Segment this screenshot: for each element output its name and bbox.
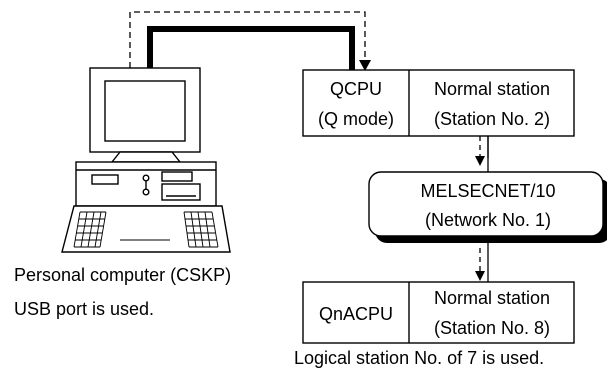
station-top: QCPU (Q mode) Normal station (Station No… [302,69,575,137]
pc-caption: Personal computer (CSKP) [14,265,231,285]
normal-station-label-top: Normal station [434,79,550,99]
network-number: (Network No. 1) [425,210,551,230]
station-number-8: (Station No. 8) [434,318,550,338]
power-led [142,174,150,182]
dashed-access-route [129,11,366,68]
monitor-stand [110,151,182,163]
usb-note: USB port is used. [14,299,154,319]
qcpu-mode: (Q mode) [318,109,394,129]
keys-right [183,211,219,248]
usb-cable [147,26,355,70]
normal-station-label-bottom: Normal station [434,288,550,308]
arrowhead-top [359,60,371,71]
connection-lines [129,11,489,282]
arrowhead-bottom [475,271,485,281]
personal-computer-icon [61,67,231,253]
keyboard-keys [73,211,219,248]
station-number-2: (Station No. 2) [434,109,550,129]
reset-led [142,188,150,196]
arrowhead-middle [475,156,485,166]
logical-station-note: Logical station No. of 7 is used. [294,348,544,368]
drive-bay-1 [161,171,193,182]
station-bottom: QnACPU Normal station (Station No. 8) [302,281,575,344]
qcpu-label: QCPU [330,79,382,99]
network-name: MELSECNET/10 [420,181,555,201]
network-box: MELSECNET/10 (Network No. 1) [368,171,607,243]
monitor-screen [104,80,186,142]
drive-bay-2 [161,183,201,201]
floppy-slot [91,174,119,185]
qnacpu-label: QnACPU [319,304,393,324]
keys-left [73,211,107,248]
